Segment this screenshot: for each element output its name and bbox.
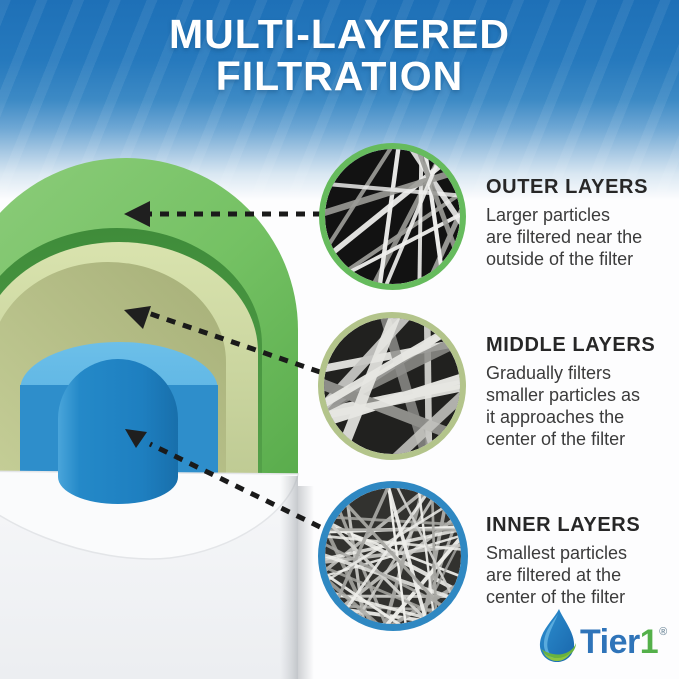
callout-outer-line: Larger particles — [486, 205, 611, 225]
callout-arrow-middle-line — [147, 310, 321, 375]
callout-arrow-outer-head — [124, 201, 150, 227]
callout-middle-line: smaller particles as — [486, 385, 641, 405]
page-title-line1: MULTI-LAYERED — [169, 11, 510, 57]
water-drop-leaf-icon — [539, 609, 576, 662]
callout-middle-line: center of the filter — [486, 429, 626, 449]
callout-arrow-inner-head — [125, 429, 147, 448]
callout-outer-line: outside of the filter — [486, 249, 634, 269]
callout-outer-layers: OUTER LAYERS Larger particles are filter… — [486, 176, 671, 270]
callout-arrow-inner-line — [148, 441, 322, 530]
filter-body-edge-shade — [280, 476, 298, 679]
brand-logo: Tier1® — [534, 602, 667, 672]
page-title: MULTI-LAYERED FILTRATION — [0, 13, 679, 97]
callout-inner-line: are filtered at the — [486, 565, 622, 585]
page-title-line2: FILTRATION — [215, 53, 464, 99]
callout-inner-heading: INNER LAYERS — [486, 514, 641, 536]
brand-name-text: Tier — [580, 623, 640, 661]
callout-arrow-middle-head — [124, 306, 151, 329]
callout-inner-line: Smallest particles — [486, 543, 628, 563]
callout-outer-heading: OUTER LAYERS — [486, 176, 649, 198]
filter-body-drop-shadow — [298, 486, 314, 679]
registered-trademark-symbol: ® — [659, 626, 667, 638]
outer-layer-micro-photo — [319, 143, 466, 290]
callout-middle-heading: MIDDLE LAYERS — [486, 334, 656, 356]
callout-outer-line: are filtered near the — [486, 227, 643, 247]
callout-middle-layers: MIDDLE LAYERS Gradually filters smaller … — [486, 334, 671, 450]
brand-wordmark: Tier1® — [580, 602, 667, 672]
middle-layer-micro-photo — [318, 312, 466, 460]
brand-name-accent: 1 — [639, 623, 659, 661]
callout-middle-line: Gradually filters — [486, 363, 612, 383]
inner-core-cylinder — [58, 359, 178, 504]
callout-middle-line: it approaches the — [486, 407, 625, 427]
callout-inner-layers: INNER LAYERS Smallest particles are filt… — [486, 514, 671, 608]
inner-layer-micro-photo — [318, 481, 468, 631]
callout-inner-line: center of the filter — [486, 587, 626, 607]
filter-cutaway-illustration — [0, 158, 322, 679]
